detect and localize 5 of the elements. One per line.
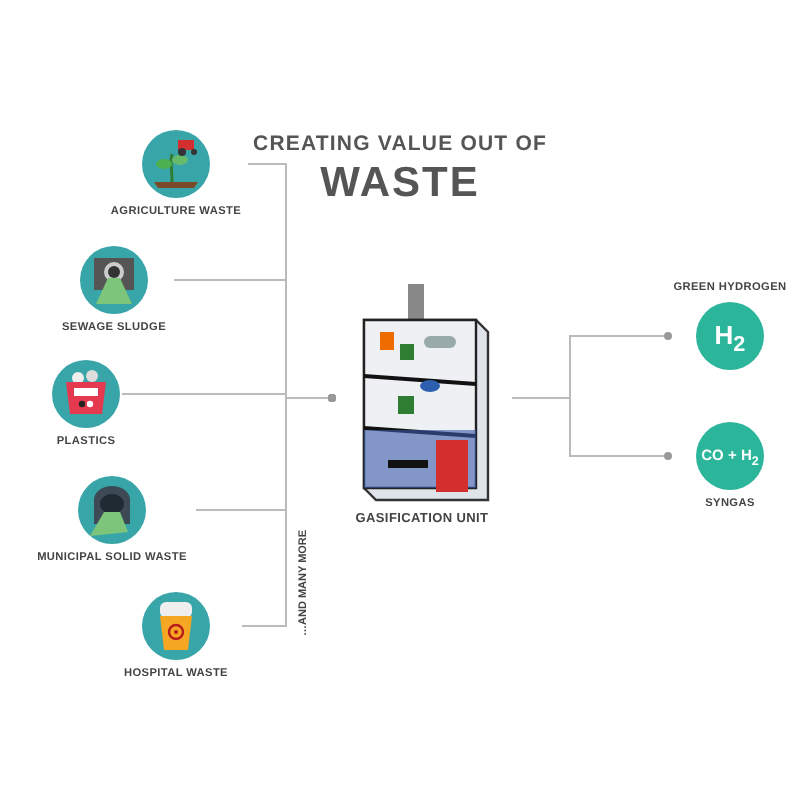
formula-text: H$_{2}$ <box>712 320 748 358</box>
title-keyword: WASTE <box>318 160 482 208</box>
connector-line <box>511 397 672 460</box>
connector-line <box>241 394 336 627</box>
diagram-title: CREATING VALUE OUT OF <box>251 132 549 156</box>
